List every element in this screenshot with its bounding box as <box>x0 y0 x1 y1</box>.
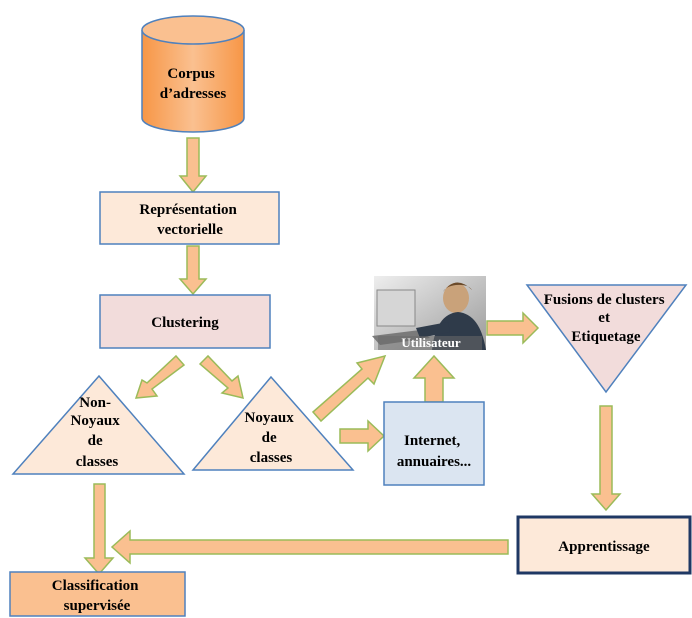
fusions-inverted-triangle <box>525 284 688 394</box>
internet-label-line-2: annuaires... <box>397 454 472 470</box>
arrow-clustering-to-non-noyaux <box>134 354 186 399</box>
classification-label-line-1: Classification <box>52 578 139 594</box>
arrow-clustering-to-noyaux <box>198 354 244 400</box>
fusions-label-line-3: Etiquetage <box>571 329 641 345</box>
arrow-fusions-to-apprentissage <box>590 405 622 512</box>
internet-label: Internet, annuaires... <box>397 433 472 470</box>
internet-label-line-1: Internet, <box>404 433 460 449</box>
representation-box <box>99 191 280 245</box>
node-internet: Internet, annuaires... <box>383 401 485 486</box>
corpus-label-line-1: Corpus <box>167 66 215 82</box>
node-non-noyaux: Non- Noyaux de classes <box>11 374 186 475</box>
noyaux-label-line-2: de <box>262 430 277 446</box>
internet-box <box>383 401 485 486</box>
node-clustering: Clustering <box>99 294 271 349</box>
arrow-internet-up <box>412 354 456 403</box>
arrow-utilisateur-to-fusions <box>486 311 540 345</box>
apprentissage-box <box>516 515 692 575</box>
clustering-label: Clustering <box>151 315 219 331</box>
non-noyaux-label-line-1: Non- <box>79 395 111 411</box>
node-utilisateur: Utilisateur <box>372 276 486 350</box>
classification-box <box>9 571 186 617</box>
node-fusions: Fusions de clusters et Etiquetage <box>525 284 688 394</box>
non-noyaux-label-line-2: Noyaux <box>71 413 121 429</box>
arrow-apprentissage-to-classification <box>110 529 509 565</box>
representation-label: Représentation vectorielle <box>139 202 240 238</box>
corpus-cylinder <box>141 30 245 133</box>
utilisateur-label: Utilisateur <box>401 335 460 350</box>
classification-label-line-2: supervisée <box>64 598 131 614</box>
corpus-label: Corpus d’adresses <box>160 66 227 102</box>
representation-label-line-2: vectorielle <box>157 222 223 238</box>
fusions-label-line-1: Fusions de clusters <box>544 292 665 308</box>
arrow-noyaux-to-utilisateur <box>311 354 387 423</box>
arrow-noyaux-to-internet <box>339 419 386 453</box>
node-noyaux: Noyaux de classes <box>191 375 355 471</box>
apprentissage-label: Apprentissage <box>558 539 650 555</box>
clustering-box <box>99 294 271 349</box>
arrows-layer <box>83 137 622 576</box>
non-noyaux-label-line-4: classes <box>76 454 119 470</box>
noyaux-label: Noyaux de classes <box>245 410 298 466</box>
node-representation: Représentation vectorielle <box>99 191 280 245</box>
node-apprentissage: Apprentissage <box>516 515 692 575</box>
node-classification: Classification supervisée <box>9 571 186 617</box>
arrow-representation-to-clustering <box>178 245 208 296</box>
node-corpus: Corpus d’adresses <box>141 15 245 133</box>
classification-label: Classification supervisée <box>52 578 142 614</box>
noyaux-label-line-3: classes <box>250 450 293 466</box>
non-noyaux-label-line-3: de <box>88 433 103 449</box>
arrow-non-noyaux-to-classification <box>83 483 115 576</box>
fusions-label: Fusions de clusters et Etiquetage <box>544 292 669 345</box>
arrow-corpus-to-representation <box>178 137 208 194</box>
non-noyaux-triangle <box>11 374 186 475</box>
non-noyaux-label: Non- Noyaux de classes <box>71 395 124 470</box>
corpus-label-line-2: d’adresses <box>160 86 227 102</box>
representation-label-line-1: Représentation <box>139 202 237 218</box>
user-label-background <box>378 336 482 350</box>
noyaux-label-line-1: Noyaux <box>245 410 295 426</box>
noyaux-triangle <box>191 375 355 471</box>
fusions-label-line-2: et <box>598 310 610 326</box>
corpus-cylinder-top <box>141 15 245 45</box>
